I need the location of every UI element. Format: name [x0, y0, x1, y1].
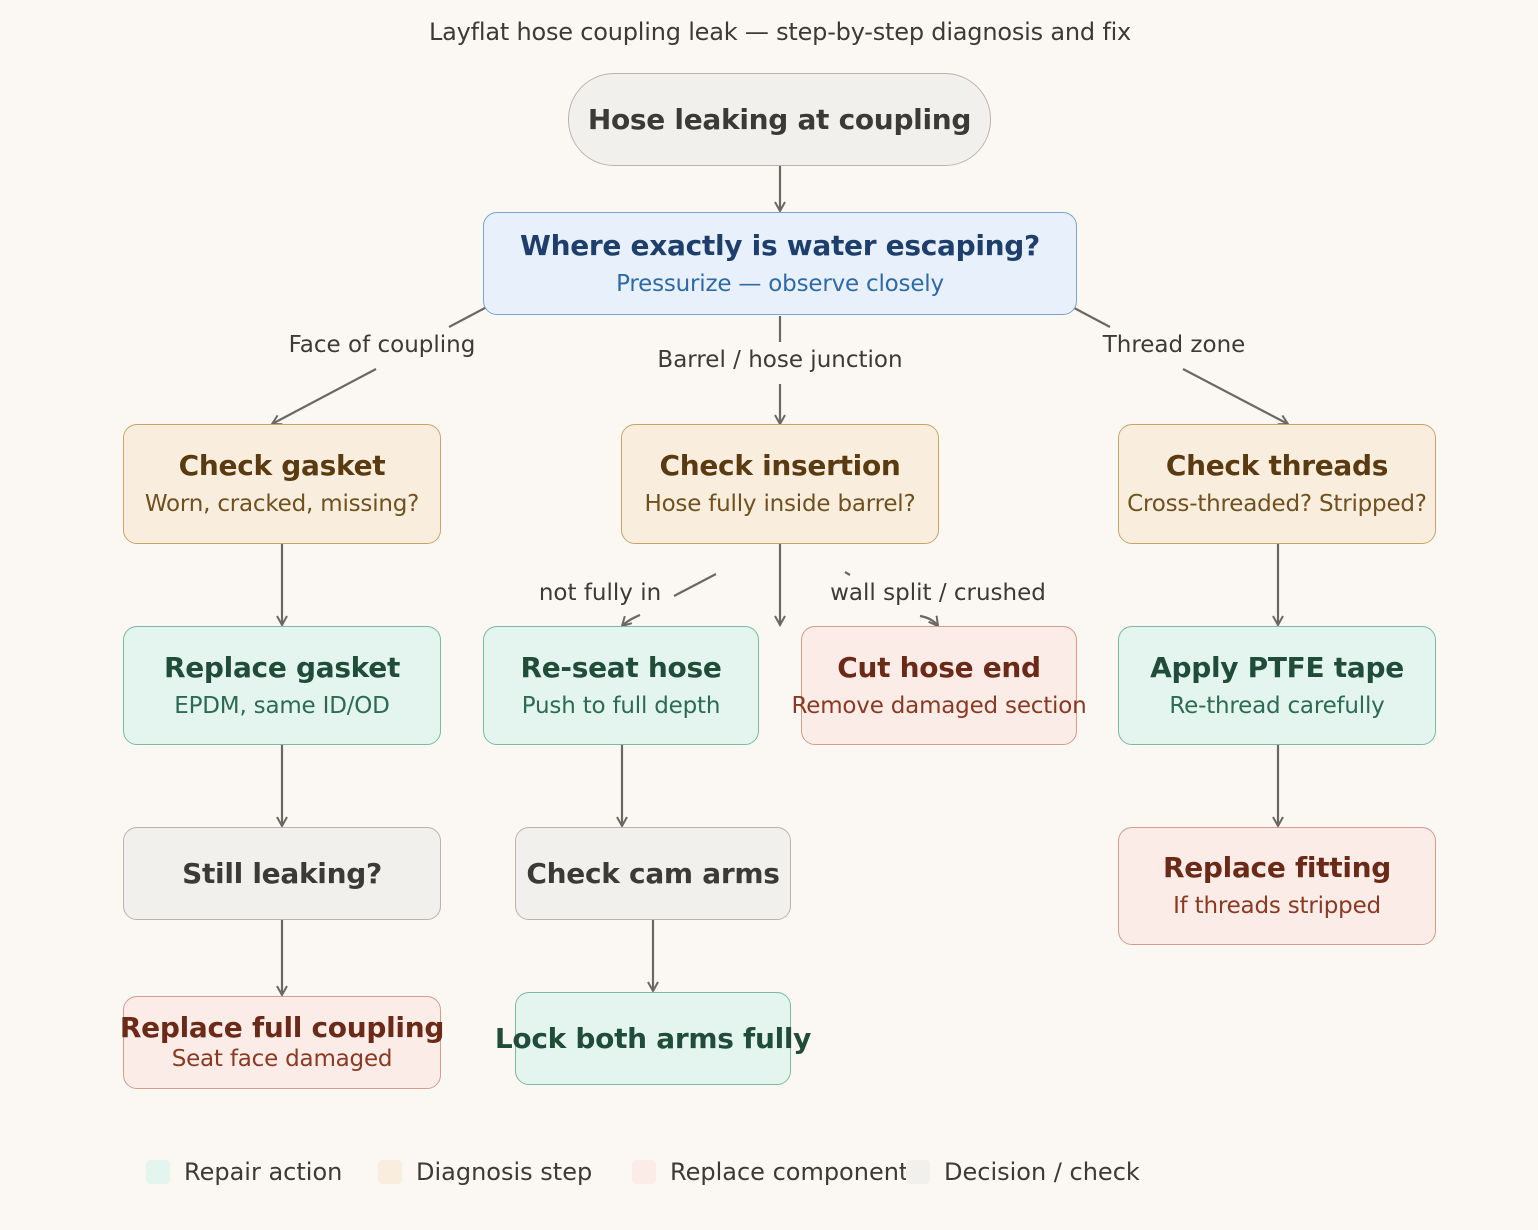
node-sub-label: Hose fully inside barrel? — [644, 491, 916, 517]
node-sub-label: Re-thread carefully — [1169, 692, 1385, 719]
legend-item-replace: Replace component — [632, 1158, 908, 1186]
edge-where-threads-b — [1182, 368, 1288, 424]
edge-label-not-fully-in: not fully in — [538, 580, 662, 606]
node-main-label: Replace fitting — [1162, 851, 1392, 884]
edge-label-thread: Thread zone — [1102, 332, 1246, 358]
legend-label: Decision / check — [944, 1158, 1140, 1186]
edge-insertion-reseat-arrow — [622, 613, 641, 626]
edge-label-wall-split: wall split / crushed — [830, 580, 1046, 606]
node-replace-fitting[interactable]: Replace fitting If threads stripped — [1118, 827, 1436, 945]
node-sub-label: Push to full depth — [521, 692, 721, 719]
node-main-label: Replace gasket — [163, 650, 401, 684]
node-sub-label: If threads stripped — [1173, 893, 1381, 919]
legend-label: Replace component — [670, 1158, 909, 1186]
node-main-label: Check threads — [1165, 449, 1389, 482]
legend-item-diagnosis: Diagnosis step — [378, 1158, 592, 1186]
node-reseat-hose[interactable]: Re-seat hose Push to full depth — [483, 626, 759, 745]
node-sub-label: EPDM, same ID/OD — [174, 692, 390, 719]
node-sub-label: Cross-threaded? Stripped? — [1127, 491, 1427, 517]
node-lock-both-arms[interactable]: Lock both arms fully — [495, 992, 811, 1085]
legend-label: Repair action — [184, 1158, 343, 1186]
node-sub-label: Remove damaged section — [791, 692, 1087, 719]
node-hose-leaking[interactable]: Hose leaking at coupling — [568, 73, 991, 166]
node-check-insertion[interactable]: Check insertion Hose fully inside barrel… — [621, 424, 939, 544]
node-main-label: Still leaking? — [182, 856, 382, 890]
node-main-label: Check insertion — [659, 449, 901, 482]
edge-insertion-cut-stub — [844, 571, 851, 576]
edge-insertion-cut-arrow — [919, 614, 938, 626]
node-main-label: Apply PTFE tape — [1150, 650, 1404, 684]
node-main-label: Cut hose end — [837, 650, 1041, 684]
node-replace-full-coupling[interactable]: Replace full coupling Seat face damaged — [119, 996, 445, 1089]
node-check-cam-arms[interactable]: Check cam arms — [515, 827, 791, 920]
node-check-gasket[interactable]: Check gasket Worn, cracked, missing? — [123, 424, 441, 544]
edge-where-gasket-b — [272, 368, 377, 424]
edge-label-barrel: Barrel / hose junction — [657, 347, 903, 373]
legend-swatch — [146, 1160, 170, 1184]
node-sub-label: Seat face damaged — [171, 1045, 393, 1072]
node-still-leaking[interactable]: Still leaking? — [123, 827, 441, 920]
legend-swatch — [906, 1160, 930, 1184]
node-main-label: Re-seat hose — [520, 650, 722, 684]
node-cut-hose-end[interactable]: Cut hose end Remove damaged section — [792, 626, 1087, 745]
node-main-label: Replace full coupling — [119, 1010, 445, 1044]
node-main-label: Where exactly is water escaping? — [520, 228, 1040, 262]
node-main-label: Check cam arms — [526, 856, 780, 890]
edge-insertion-reseat — [673, 573, 717, 597]
node-main-label: Check gasket — [178, 449, 386, 482]
node-main-label: Hose leaking at coupling — [587, 102, 972, 136]
legend-item-decision: Decision / check — [906, 1158, 1140, 1186]
diagram-title: Layflat hose coupling leak — step-by-ste… — [428, 18, 1132, 46]
node-main-label: Lock both arms fully — [494, 1021, 812, 1055]
legend-label: Diagnosis step — [416, 1158, 593, 1186]
node-check-threads[interactable]: Check threads Cross-threaded? Stripped? — [1118, 424, 1436, 544]
legend-swatch — [632, 1160, 656, 1184]
legend-item-repair: Repair action — [146, 1158, 342, 1186]
node-apply-ptfe[interactable]: Apply PTFE tape Re-thread carefully — [1118, 626, 1436, 745]
node-replace-gasket[interactable]: Replace gasket EPDM, same ID/OD — [123, 626, 441, 745]
node-sub-label: Pressurize — observe closely — [616, 270, 944, 297]
edge-label-face: Face of coupling — [288, 332, 476, 358]
legend-swatch — [378, 1160, 402, 1184]
node-sub-label: Worn, cracked, missing? — [144, 491, 420, 517]
node-where-escaping[interactable]: Where exactly is water escaping? Pressur… — [483, 212, 1077, 315]
